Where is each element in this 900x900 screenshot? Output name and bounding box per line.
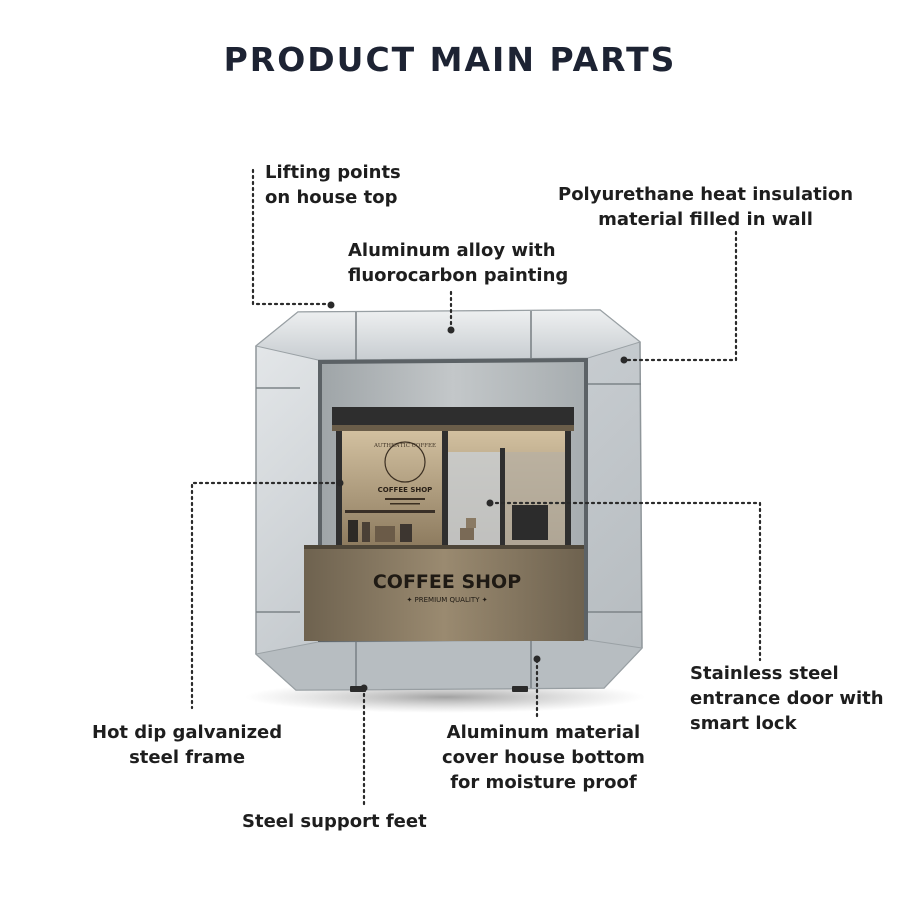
leader-dots (327, 301, 628, 692)
leader-lifting-points (251, 168, 333, 306)
label-stainless-door: Stainless steel entrance door with smart… (690, 663, 884, 734)
wall-logo-ring (384, 441, 426, 483)
label-lifting-points: Lifting points on house top (265, 162, 401, 208)
label-steel-feet: Steel support feet (242, 811, 427, 832)
counter-sign-subtext: ✦ PREMIUM QUALITY ✦ (406, 596, 487, 604)
shop-interior: AUTHENTIC COFFEE COFFEE SHOP (332, 407, 574, 548)
wall-sign-text: COFFEE SHOP (378, 486, 433, 494)
counter: COFFEE SHOP ✦ PREMIUM QUALITY ✦ (304, 545, 584, 641)
leader-hot-dip (190, 481, 342, 710)
counter-sign-text: COFFEE SHOP (373, 571, 521, 593)
label-polyurethane: Polyurethane heat insulation material fi… (558, 184, 854, 230)
coffee-machine (512, 505, 548, 540)
label-aluminum-bottom: Aluminum material cover house bottom for… (442, 722, 645, 793)
leader-stainless-door (488, 501, 762, 662)
panel-seams (256, 311, 642, 690)
label-aluminum-alloy: Aluminum alloy with fluorocarbon paintin… (348, 240, 569, 286)
leader-lines (190, 168, 762, 810)
wall-logo-arc-text: AUTHENTIC COFFEE (373, 443, 436, 449)
leader-polyurethane (624, 230, 738, 362)
diagram-title: PRODUCT MAIN PARTS (223, 40, 677, 79)
label-hot-dip: Hot dip galvanized steel frame (92, 722, 283, 768)
awning (332, 407, 574, 425)
